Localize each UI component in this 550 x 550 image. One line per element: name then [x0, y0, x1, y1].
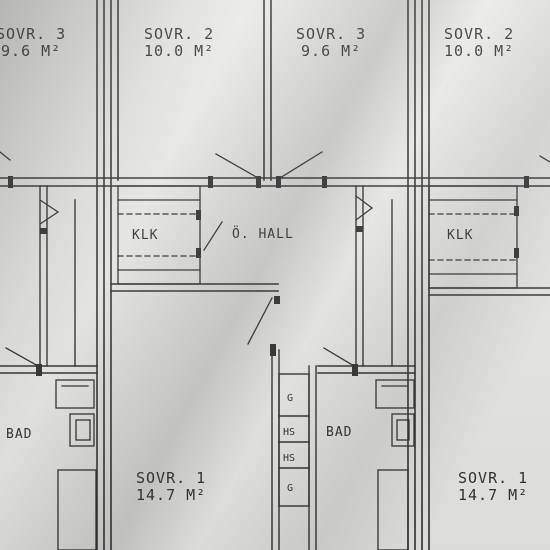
room-label-klk-b: KLK	[447, 228, 474, 243]
door-swings	[0, 151, 550, 367]
closet-column	[271, 349, 317, 550]
room-name: SOVR. 2	[444, 25, 515, 43]
room-area: 10.0 M²	[144, 42, 215, 60]
wall-posts	[8, 176, 529, 376]
room-area: 9.6 M²	[1, 42, 62, 60]
room-label-hall: Ö. HALL	[232, 227, 294, 242]
vertical-walls	[96, 0, 430, 550]
wardrobe-a	[117, 185, 201, 285]
room-area: 14.7 M²	[458, 486, 529, 504]
room-name: SOVR. 3	[296, 25, 367, 43]
closet-label: G	[287, 393, 294, 404]
room-label-sovr3-left: SOVR. 3 9.6 M²	[0, 26, 66, 60]
closet-label: HS	[283, 427, 296, 438]
room-label-sovr2-a: SOVR. 2 10.0 M²	[144, 26, 214, 60]
horizontal-walls	[0, 177, 550, 374]
room-label-klk-a: KLK	[132, 228, 159, 243]
bathroom-walls	[39, 185, 393, 367]
room-name: SOVR. 1	[136, 469, 207, 487]
room-area: 14.7 M²	[136, 486, 207, 504]
room-name: SOVR. 2	[144, 25, 215, 43]
closet-label: HS	[283, 453, 296, 464]
bath-fixtures	[55, 379, 415, 550]
room-area: 10.0 M²	[444, 42, 515, 60]
room-area: 9.6 M²	[301, 42, 362, 60]
room-name: SOVR. 1	[458, 469, 529, 487]
room-name: SOVR. 3	[0, 25, 67, 43]
room-label-sovr2-b: SOVR. 2 10.0 M²	[444, 26, 514, 60]
room-label-bad-a: BAD	[6, 427, 33, 442]
closet-label: G	[287, 483, 294, 494]
room-label-bad-b: BAD	[326, 425, 353, 440]
room-label-sovr1-a: SOVR. 1 14.7 M²	[136, 470, 206, 504]
wardrobe-b	[428, 185, 518, 289]
room-label-sovr1-b: SOVR. 1 14.7 M²	[458, 470, 528, 504]
room-label-sovr3-mid: SOVR. 3 9.6 M²	[296, 26, 366, 60]
